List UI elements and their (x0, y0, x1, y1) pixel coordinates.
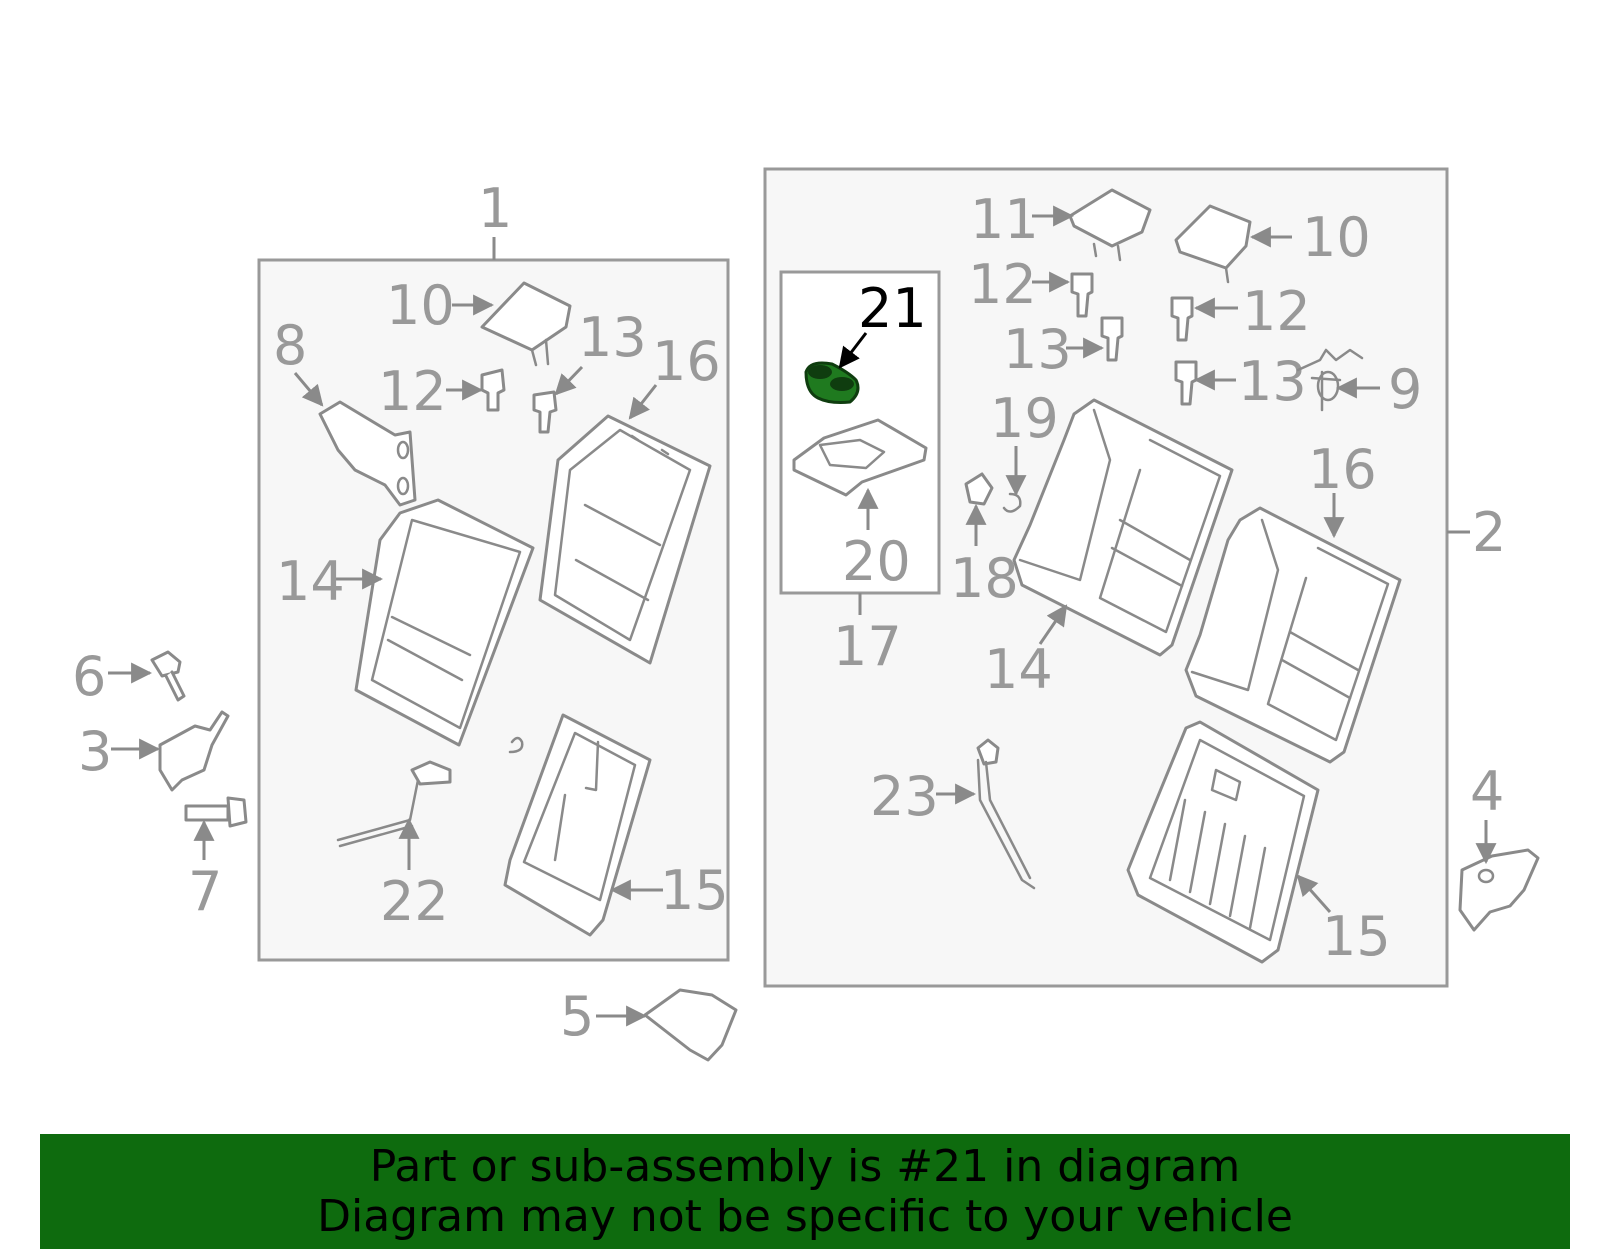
callout-14-left: 14 (276, 550, 345, 613)
callout-13-right: 13 (1238, 350, 1307, 413)
armrest-part (792, 418, 928, 497)
callout-10-left: 10 (386, 274, 455, 337)
callout-8: 8 (273, 314, 307, 377)
bracket-part-3 (158, 710, 230, 792)
banner-part-info: Part or sub-assembly is #21 in diagram (369, 1141, 1241, 1192)
callout-11: 11 (970, 188, 1039, 251)
callout-19: 19 (990, 387, 1059, 450)
seatback-cover-left (538, 414, 712, 665)
seatback-pad-left (354, 498, 535, 747)
callout-20: 20 (842, 530, 911, 593)
callout-16-left: 16 (652, 330, 721, 393)
banner-disclaimer: Diagram may not be specific to your vehi… (317, 1191, 1293, 1242)
info-banner: Part or sub-assembly is #21 in diagram D… (40, 1134, 1570, 1249)
callout-16-right: 16 (1308, 438, 1377, 501)
bracket-part-5 (643, 988, 738, 1062)
callout-15-right: 15 (1322, 905, 1391, 968)
callout-5: 5 (560, 985, 594, 1048)
bracket-part (318, 400, 417, 507)
callout-7: 7 (188, 860, 222, 923)
callout-13-mid: 13 (1003, 318, 1072, 381)
callout-4: 4 (1470, 760, 1504, 823)
callout-15-left: 15 (660, 859, 729, 922)
callout-17: 17 (833, 615, 902, 678)
bolt-part-6 (150, 650, 186, 702)
guide-part-13-mid (1100, 316, 1124, 362)
cup-holder-highlighted-part (804, 361, 860, 404)
callout-21: 21 (858, 277, 927, 340)
callout-1: 1 (478, 177, 512, 240)
seatback-cover-right (1184, 506, 1402, 764)
callout-10-right: 10 (1302, 206, 1371, 269)
clip-part-18 (964, 472, 994, 506)
callout-2: 2 (1472, 501, 1506, 564)
callout-9: 9 (1388, 358, 1422, 421)
headrest-part-left (480, 281, 572, 367)
wire-part-23 (976, 738, 1036, 890)
callout-12-right: 12 (1242, 280, 1311, 343)
callout-18: 18 (950, 547, 1019, 610)
callout-12-mid: 12 (968, 253, 1037, 316)
callout-12-left: 12 (378, 360, 447, 423)
callout-6: 6 (72, 645, 106, 708)
guide-part-12-upper-right (1170, 296, 1194, 342)
callout-22: 22 (380, 870, 449, 933)
callout-14-right: 14 (984, 638, 1053, 701)
callout-23: 23 (870, 765, 939, 828)
guide-part-13-right (1174, 360, 1198, 406)
guide-part-13-left (532, 390, 558, 434)
headrest-part-right (1174, 204, 1252, 284)
callout-3: 3 (78, 720, 112, 783)
wire-harness-part (336, 760, 452, 848)
clip-part (508, 736, 524, 754)
guide-part-12-upper-left (1070, 272, 1094, 318)
bolt-part-7 (184, 796, 248, 828)
bracket-part-4 (1458, 848, 1540, 932)
seatback-pad-right (1012, 398, 1234, 657)
guide-part-left (480, 368, 506, 412)
seatback-frame-right (1126, 720, 1320, 964)
callout-13-left: 13 (578, 306, 647, 369)
